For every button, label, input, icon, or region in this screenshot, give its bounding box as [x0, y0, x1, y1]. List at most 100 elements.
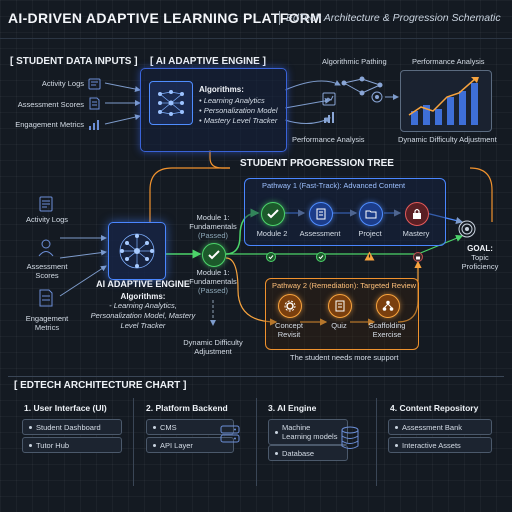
warning-icon: [364, 248, 375, 266]
arch-item-label: CMS: [160, 422, 177, 432]
engagement-bar-chart-icon: [88, 118, 101, 136]
input-label-engagement-metrics: Engagement Metrics: [15, 120, 84, 129]
pathway1-assessment-node[interactable]: [309, 202, 333, 226]
goal-target-icon: [458, 220, 476, 243]
activity-log-icon: [88, 77, 101, 95]
column-separator: [133, 398, 134, 486]
arch-item-api-layer[interactable]: API Layer: [146, 437, 234, 453]
support-note: The student needs more support: [290, 353, 399, 362]
engine-algorithms-text: - Learning Analytics, Personalization Mo…: [90, 301, 196, 330]
pathway1-node-label: Assessment: [299, 229, 341, 238]
pathway2-title: Pathway 2 (Remediation): Targeted Review: [272, 281, 417, 290]
engagement-doc-icon: [38, 289, 54, 312]
progress-check-icon: [316, 249, 326, 267]
small-lock-icon: [413, 249, 423, 267]
architecture-panel: [8, 376, 504, 505]
arch-item-cms[interactable]: CMS: [146, 419, 234, 435]
goal-text: Topic Proficiency: [461, 253, 499, 271]
arch-item-tutor-hub[interactable]: Tutor Hub: [22, 437, 122, 453]
arch-item-database[interactable]: Database: [268, 445, 348, 461]
pathway1-project-node[interactable]: [359, 202, 383, 226]
pathway2-node-label: Quiz: [331, 321, 347, 330]
header-divider: [0, 38, 512, 39]
performance-trend-chart: [408, 77, 479, 125]
ai-engine-top-box: Algorithms: • Learning Analytics • Perso…: [140, 68, 287, 152]
page-title: AI-DRIVEN ADAPTIVE LEARNING PLATFORM: [8, 10, 323, 26]
arch-item-interactive-assets[interactable]: Interactive Assets: [388, 437, 492, 453]
trend-bars-icon: [322, 110, 336, 129]
input-label-assessment-scores: Assessment Scores: [17, 100, 84, 109]
pathway2-node-label: Scaffolding Exercise: [368, 321, 406, 339]
arch-col-ui-title: 1. User Interface (UI): [24, 403, 107, 413]
progress-check-icon: [266, 249, 276, 267]
pathway2-scaffolding-node[interactable]: [376, 294, 400, 318]
performance-chart-panel: [400, 70, 492, 132]
checkmark-icon: [267, 209, 279, 219]
module1-top-title: Module 1: Fundamentals: [189, 213, 237, 231]
performance-doc-icon: [322, 92, 336, 111]
column-separator: [256, 398, 257, 486]
server-stack-icon: [219, 423, 241, 450]
goal-title: GOAL:: [467, 244, 493, 253]
arch-item-student-dashboard[interactable]: Student Dashboard: [22, 419, 122, 435]
tree-input-engagement-metrics: Engagement Metrics: [25, 314, 69, 332]
arch-item-label: Tutor Hub: [36, 440, 70, 450]
ai-engine-core-label: AI ADAPTIVE ENGINE: [96, 279, 190, 289]
dynamic-difficulty-top-label: Dynamic Difficulty Adjustment: [398, 135, 497, 144]
input-label-activity-logs: Activity Logs: [41, 79, 84, 88]
performance-analysis-top-label: Performance Analysis: [412, 57, 485, 66]
gear-icon: [284, 300, 296, 312]
pathway2-concept-node[interactable]: [278, 294, 302, 318]
student-data-inputs-heading: [ STUDENT DATA INPUTS ]: [10, 56, 138, 67]
algorithmic-pathing-label: Algorithmic Pathing: [322, 57, 387, 66]
pathway2-node-label: Concept Revisit: [275, 321, 303, 339]
engine-algorithms-title: Algorithms:: [120, 292, 166, 301]
arch-item-label: Assessment Bank: [402, 422, 463, 432]
arch-item-label: Interactive Assets: [402, 440, 461, 450]
arch-col-backend-title: 2. Platform Backend: [146, 403, 228, 413]
ai-engine-core-box: [108, 222, 166, 280]
arch-item-label: API Layer: [160, 440, 193, 450]
progression-tree-heading: STUDENT PROGRESSION TREE: [240, 158, 394, 169]
checkmark-icon: [208, 250, 220, 260]
arch-item-label: Database: [282, 448, 315, 458]
pathway1-title: Pathway 1 (Fast-Track): Advanced Content: [262, 181, 406, 190]
performance-analysis-mid-label: Performance Analysis: [292, 135, 365, 144]
arch-item-ml-models[interactable]: Machine Learning models: [268, 419, 348, 445]
algorithm-personalization-model: Personalization Model: [203, 106, 278, 115]
quiz-doc-icon: [335, 300, 345, 312]
assessment-document-icon: [88, 97, 101, 115]
arch-col-content-title: 4. Content Repository: [390, 403, 479, 413]
module1-top-label: Module 1: Fundamentals (Passed): [186, 213, 240, 240]
hierarchy-icon: [382, 300, 394, 311]
dynamic-difficulty-tree-label: Dynamic Difficulty Adjustment: [183, 338, 243, 356]
algorithm-item: • Mastery Level Tracker: [199, 116, 278, 125]
arch-col-ai-title: 3. AI Engine: [268, 403, 317, 413]
neural-network-icon: [149, 81, 193, 125]
algorithm-mastery-tracker: Mastery Level Tracker: [203, 116, 278, 125]
pathway1-mastery-node[interactable]: [405, 202, 429, 226]
module1-check-node[interactable]: [202, 243, 226, 267]
module1-bottom-label: Module 1: Fundamentals (Passed): [186, 268, 240, 295]
arch-item-label: Student Dashboard: [36, 422, 101, 432]
pathway2-quiz-node[interactable]: [328, 294, 352, 318]
folder-icon: [365, 210, 377, 219]
module1-bottom-status: (Passed): [197, 286, 228, 295]
arch-item-assessment-bank[interactable]: Assessment Bank: [388, 419, 492, 435]
pathway1-node-label: Project: [358, 229, 382, 238]
engine-algorithms-block: Algorithms: - Learning Analytics, Person…: [88, 292, 198, 331]
algorithm-learning-analytics: Learning Analytics: [203, 96, 265, 105]
database-icon: [340, 426, 360, 455]
pathway1-module2-node[interactable]: [261, 202, 285, 226]
goal-block: GOAL: Topic Proficiency: [452, 244, 508, 271]
document-icon: [316, 208, 326, 220]
page-subtitle: EdTech Architecture & Progression Schema…: [286, 12, 501, 24]
activity-logs-doc-icon: [38, 196, 54, 217]
student-profile-icon: [37, 238, 55, 263]
lock-icon: [413, 208, 421, 219]
pathway1-node-label: Mastery: [402, 229, 430, 238]
title-separator: [279, 11, 280, 25]
module1-top-status: (Passed): [197, 231, 228, 240]
tree-input-activity-logs: Activity Logs: [25, 215, 69, 224]
